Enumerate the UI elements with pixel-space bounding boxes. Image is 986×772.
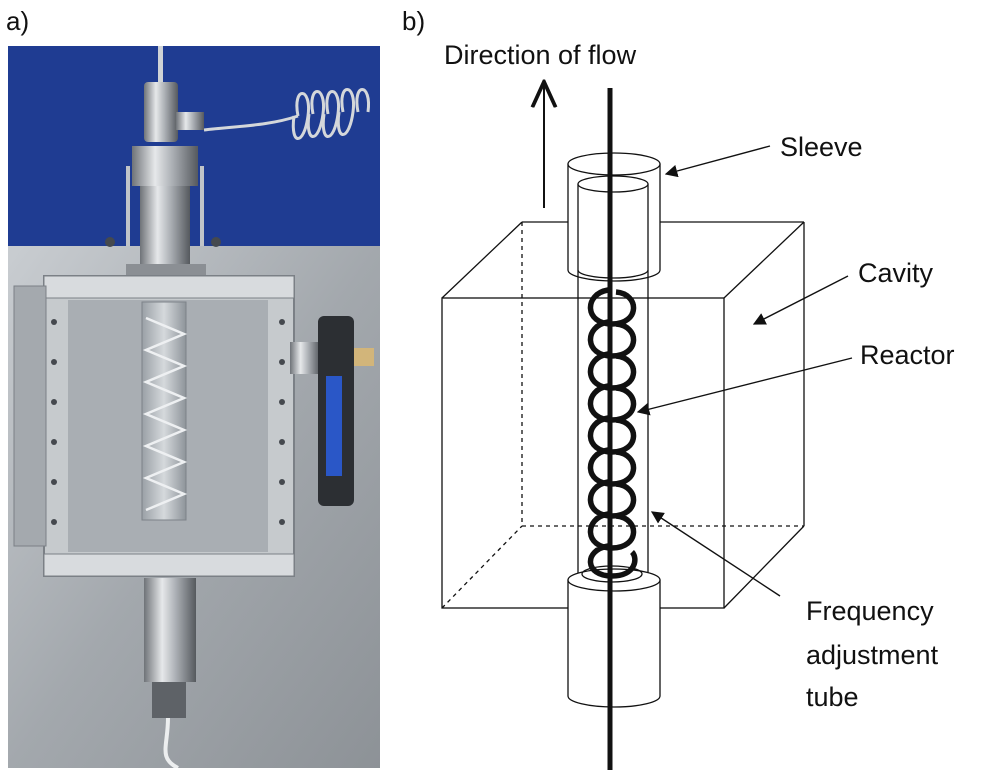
reactor-label: Reactor [860, 340, 955, 370]
sleeve-bottom [567, 565, 661, 708]
frequency-adjustment-tube [577, 270, 649, 584]
sleeve-pointer [664, 145, 771, 178]
cavity-pointer [752, 275, 849, 325]
tee-fitting [144, 82, 178, 142]
lower-housing [144, 578, 196, 682]
frequency-label-line1: Frequency [806, 596, 934, 626]
upper-housing [132, 146, 198, 186]
cavity-label: Cavity [858, 258, 934, 288]
side-connector [290, 342, 320, 374]
glass-reactor-tube [141, 301, 187, 521]
frequency-label-line2: adjustment [806, 640, 939, 670]
inlet-tube [158, 46, 163, 86]
reactor-photograph [8, 46, 380, 768]
panel-label-a: a) [6, 6, 30, 36]
reactor-schematic: Direction of flow Sleeve Cavit [441, 40, 955, 770]
sleeve-label: Sleeve [780, 132, 863, 162]
panel-label-b: b) [402, 6, 426, 36]
glass-spiral [142, 316, 188, 512]
direction-of-flow-label: Direction of flow [444, 40, 637, 70]
frequency-label-line3: tube [806, 682, 859, 712]
reactor-pointer [636, 357, 853, 416]
frequency-pointer [650, 511, 781, 597]
frame-screws [51, 237, 285, 525]
cable [163, 717, 179, 768]
reactor-coil [587, 287, 638, 579]
sleeve-top [567, 152, 661, 282]
coil-tubing [203, 88, 371, 140]
